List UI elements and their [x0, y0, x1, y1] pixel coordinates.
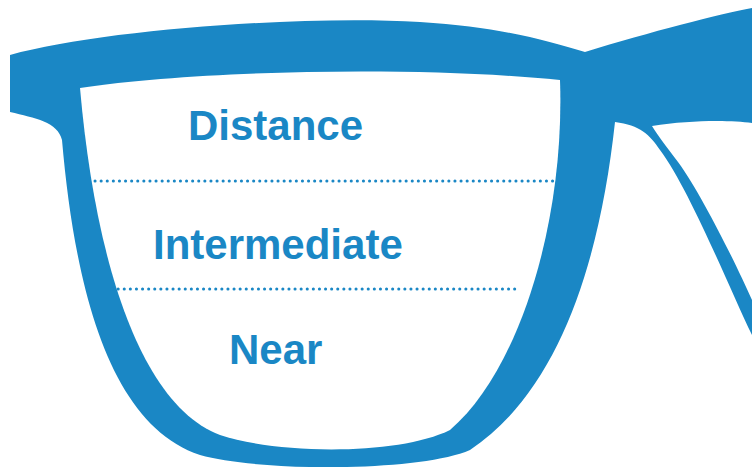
right-lens [652, 121, 752, 300]
zone-label: Intermediate [153, 222, 403, 268]
glasses-frame [10, 8, 752, 467]
zone-label: Near [229, 327, 322, 373]
left-lens [80, 72, 560, 450]
zone-divider [95, 180, 553, 183]
zone-label: Distance [188, 103, 363, 149]
zone-divider [112, 288, 515, 291]
